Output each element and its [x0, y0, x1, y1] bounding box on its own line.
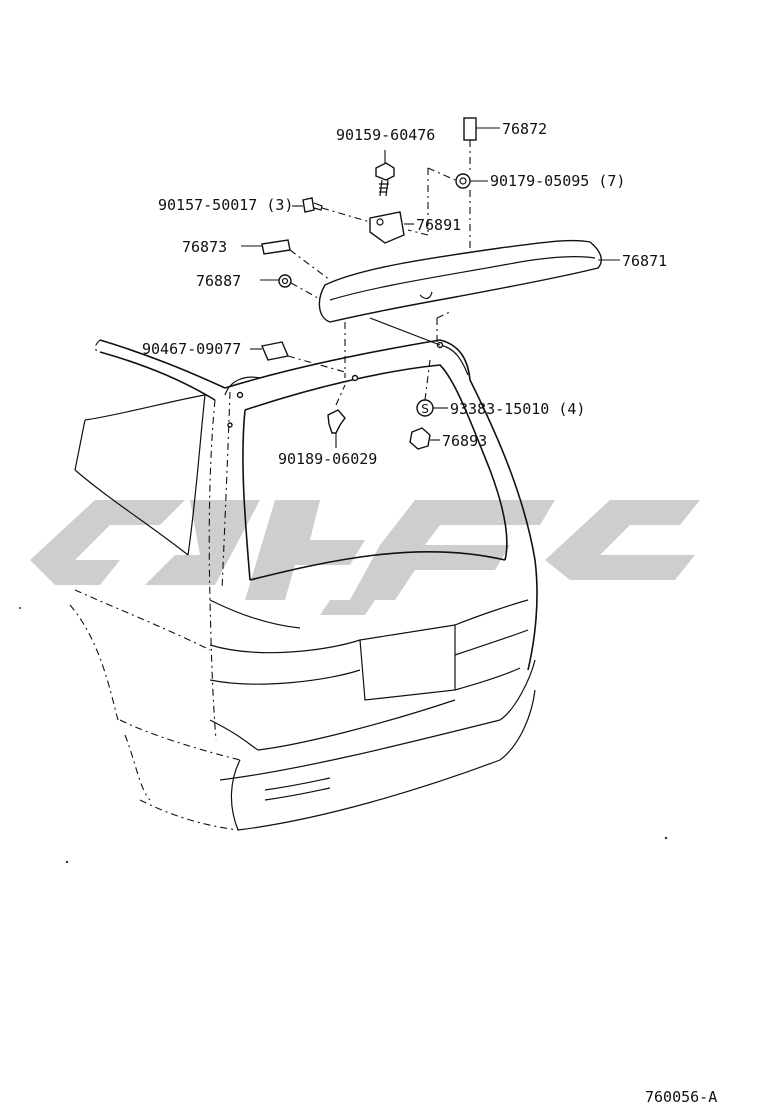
- label-90189-06029: 90189-06029: [278, 450, 377, 468]
- part-90189-06029: [327, 409, 346, 434]
- part-labels: 76872 90159-60476 90179-05095 (7) 90157-…: [142, 120, 667, 468]
- part-90467-09077: [261, 341, 289, 361]
- leader-lines: [241, 127, 620, 448]
- installation-lines: [287, 140, 471, 406]
- label-90159-60476: 90159-60476: [336, 126, 435, 144]
- label-90467-09077: 90467-09077: [142, 340, 241, 358]
- part-90159-60476: [375, 162, 395, 197]
- vehicle-body: [69, 339, 538, 831]
- s-marker-text: S: [421, 402, 429, 416]
- label-76893: 76893: [442, 432, 487, 450]
- part-76887: [278, 274, 292, 288]
- scan-dot: [664, 836, 668, 840]
- part-76873: [261, 239, 291, 255]
- label-76871: 76871: [622, 252, 667, 270]
- part-76893: [409, 427, 431, 450]
- watermark: [30, 500, 700, 615]
- part-76872: [463, 117, 477, 141]
- label-90179-05095: 90179-05095 (7): [490, 172, 625, 190]
- scan-dot: [65, 860, 69, 864]
- part-90179-05095: [455, 173, 471, 189]
- scan-dot: [19, 607, 21, 609]
- figure-id: 760056-A: [645, 1088, 717, 1106]
- label-76891: 76891: [416, 216, 461, 234]
- label-93383-15010: 93383-15010 (4): [450, 400, 585, 418]
- part-76891: [369, 211, 405, 244]
- spoiler-76871: [318, 239, 602, 323]
- part-90157-50017: [302, 197, 323, 213]
- label-90157-50017: 90157-50017 (3): [158, 196, 293, 214]
- label-76872: 76872: [502, 120, 547, 138]
- label-76873: 76873: [182, 238, 227, 256]
- label-76887: 76887: [196, 272, 241, 290]
